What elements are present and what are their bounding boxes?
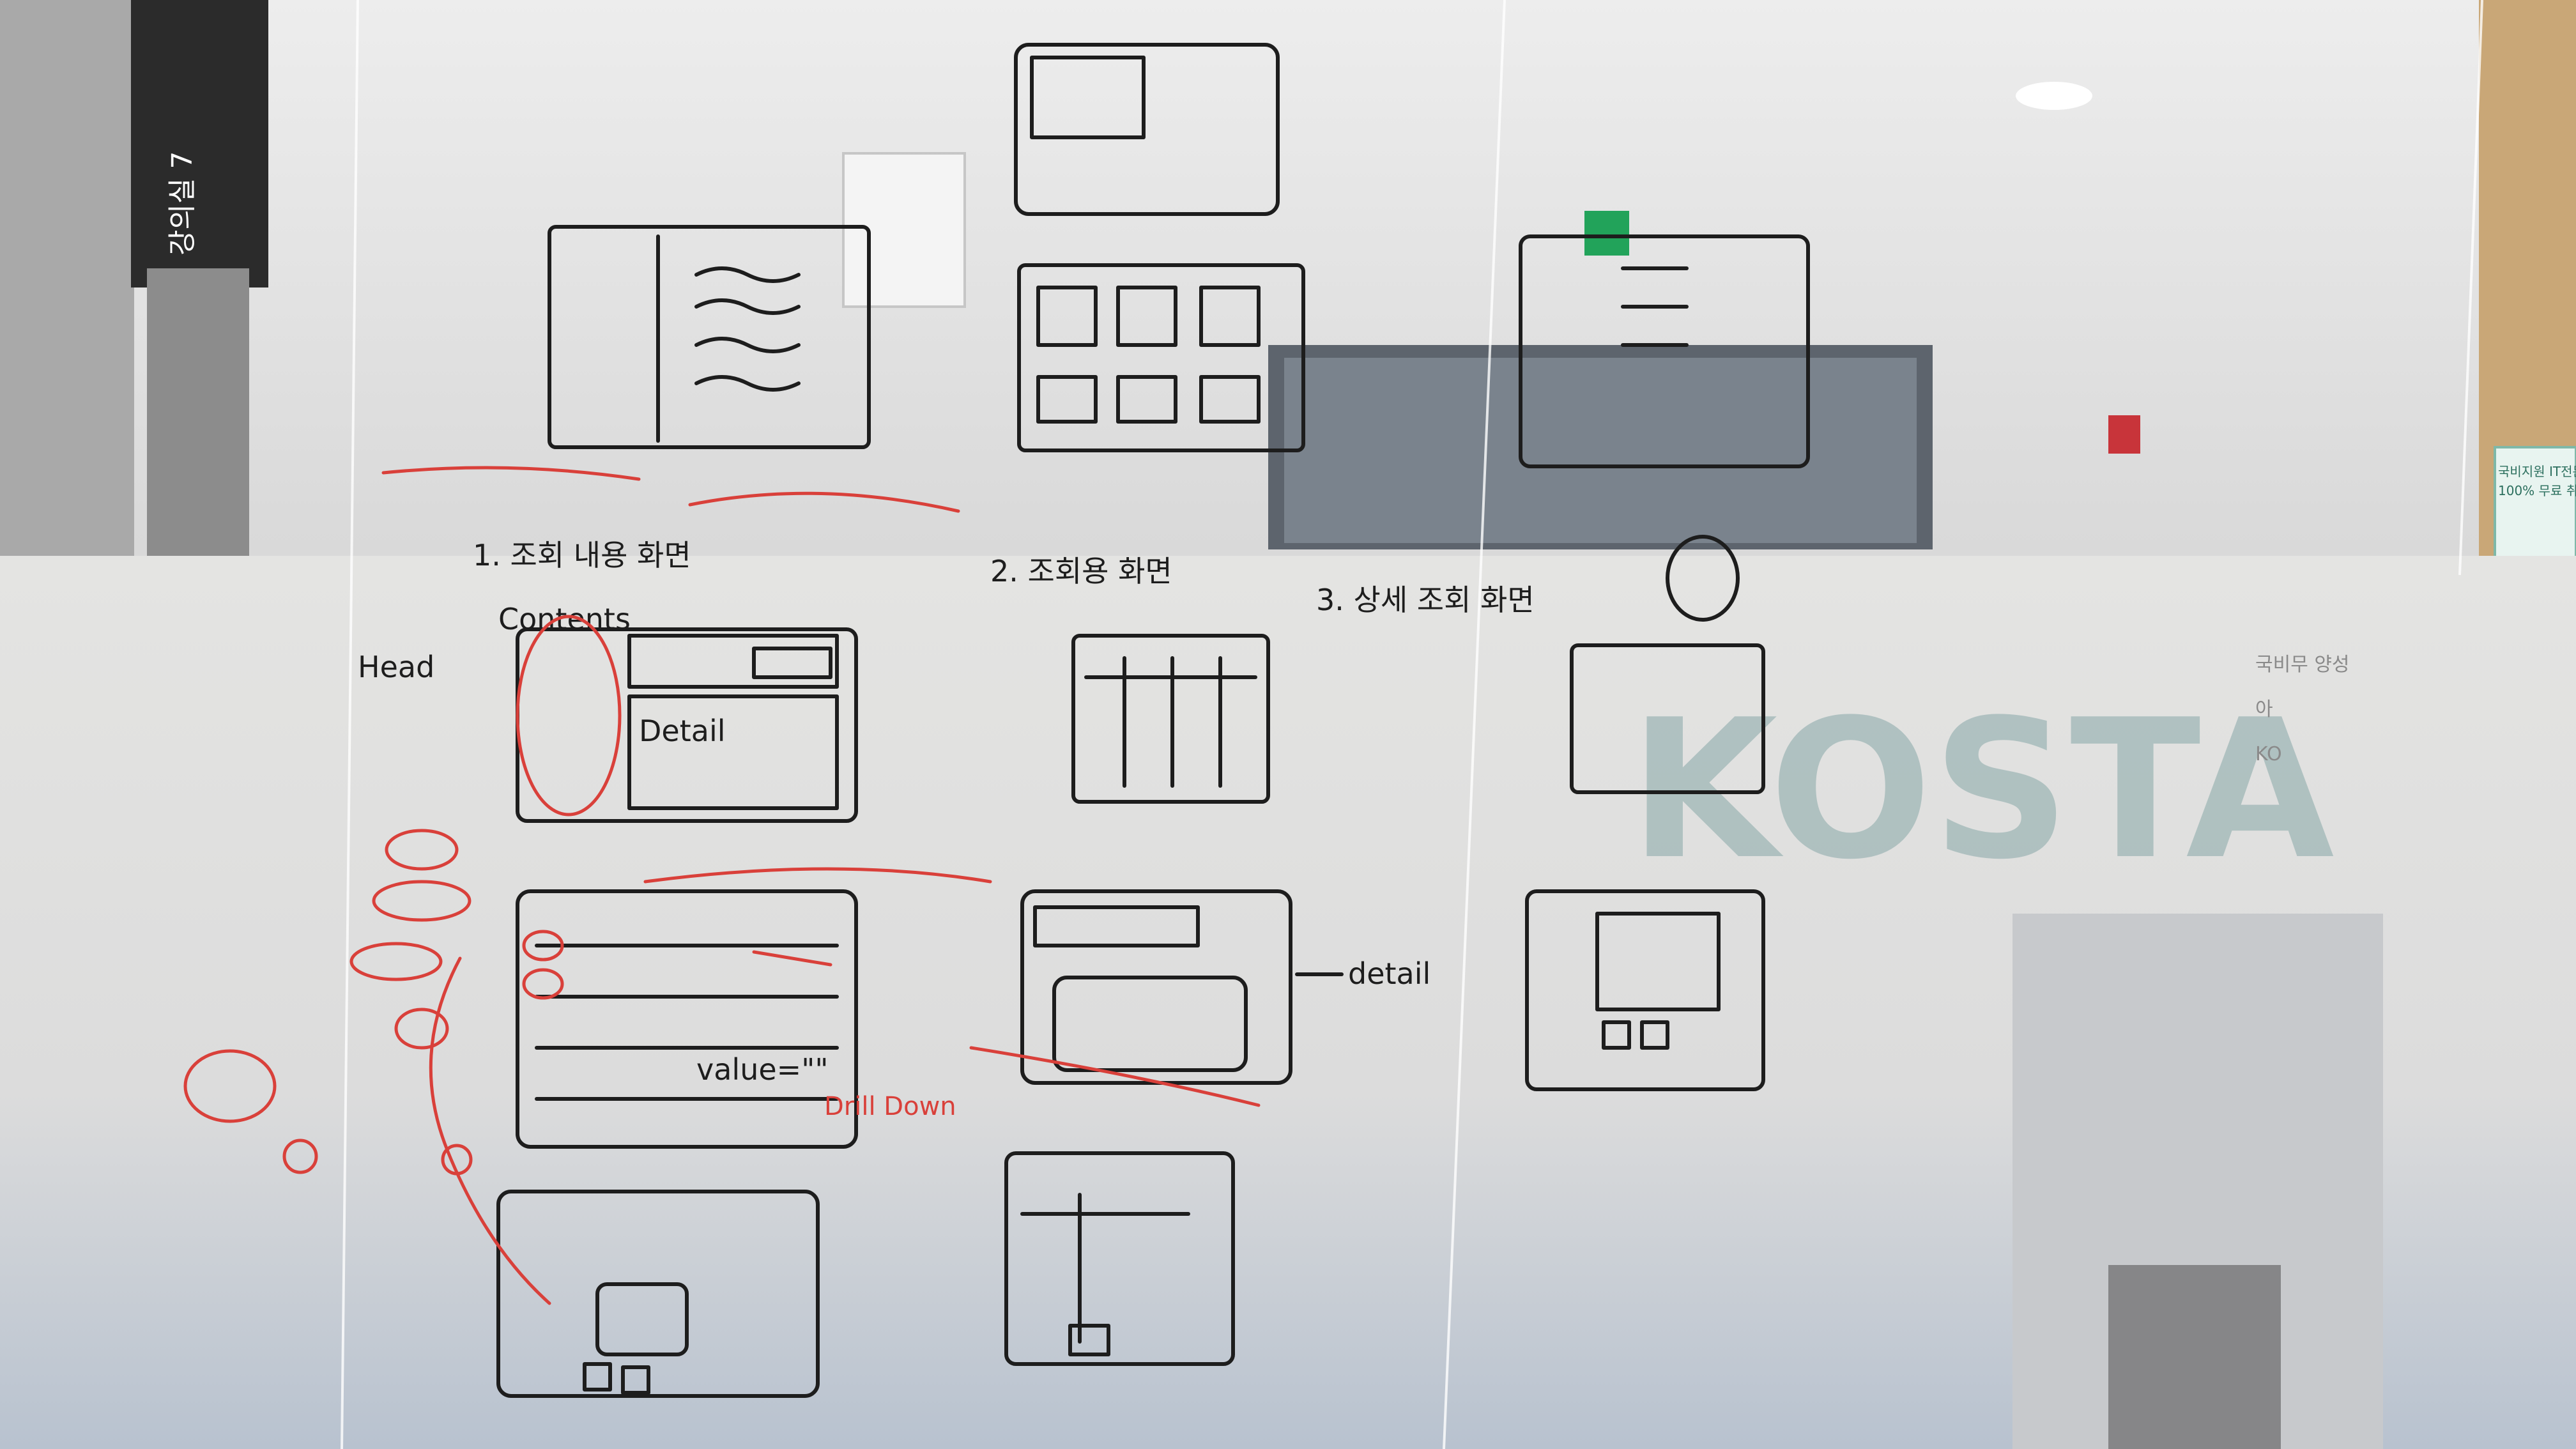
room-sign-panel xyxy=(131,0,268,288)
head-label: Head xyxy=(358,650,434,684)
sketch-list-screen xyxy=(548,225,871,449)
red-annotations xyxy=(183,466,1261,1305)
glass-sign-line-3: KO xyxy=(2255,743,2282,765)
glass-seam-3 xyxy=(2458,0,2483,576)
drill-down-label: Drill Down xyxy=(824,1092,956,1121)
sketch-modal-screen: detail xyxy=(1020,889,1430,1085)
value-label: value="" xyxy=(696,1052,829,1087)
step-1-label: 1. 조회 내용 화면 xyxy=(473,538,691,572)
fire-alarm xyxy=(2108,415,2140,454)
sketch-right-bottom xyxy=(1525,889,1765,1091)
dark-object xyxy=(2108,1265,2281,1449)
glass-seam-1 xyxy=(341,0,359,1449)
poster-line-2: 100% 무료 취업교 xyxy=(2498,483,2576,498)
detail-box-label: Detail xyxy=(639,714,726,748)
sketch-grid-screen xyxy=(1017,263,1305,452)
sketch-bottom-middle xyxy=(1004,1151,1235,1366)
room-sign-text: 강의실 7 xyxy=(166,151,199,256)
ceiling-light xyxy=(2016,82,2092,110)
left-door xyxy=(147,268,249,575)
kosta-logo: KOSTA xyxy=(1629,678,2336,901)
wall-unit xyxy=(842,152,966,308)
poster-line-1: 국비지원 IT전문가 xyxy=(2498,464,2576,479)
sketch-right-mid xyxy=(1570,535,1765,794)
glass-seam-2 xyxy=(1443,0,1506,1449)
sketch-table-screen xyxy=(1071,634,1270,804)
glass-sign-line-2: 아 xyxy=(2255,698,2273,721)
exit-sign xyxy=(1584,211,1629,256)
elevator-glass xyxy=(1284,358,1917,543)
step-2-label: 2. 조회용 화면 xyxy=(990,554,1172,588)
glass-sign-line-1: 국비무 양성 xyxy=(2255,654,2350,676)
sketch-right-top xyxy=(1519,234,1810,468)
sketch-top-box xyxy=(1014,43,1280,216)
left-column xyxy=(0,0,134,575)
detail-arrow-label: detail xyxy=(1348,956,1430,991)
sketch-bottom-left xyxy=(496,1190,820,1398)
step-3-label: 3. 상세 조회 화면 xyxy=(1316,583,1535,617)
sketch-code-screen: value="" xyxy=(516,889,858,1149)
